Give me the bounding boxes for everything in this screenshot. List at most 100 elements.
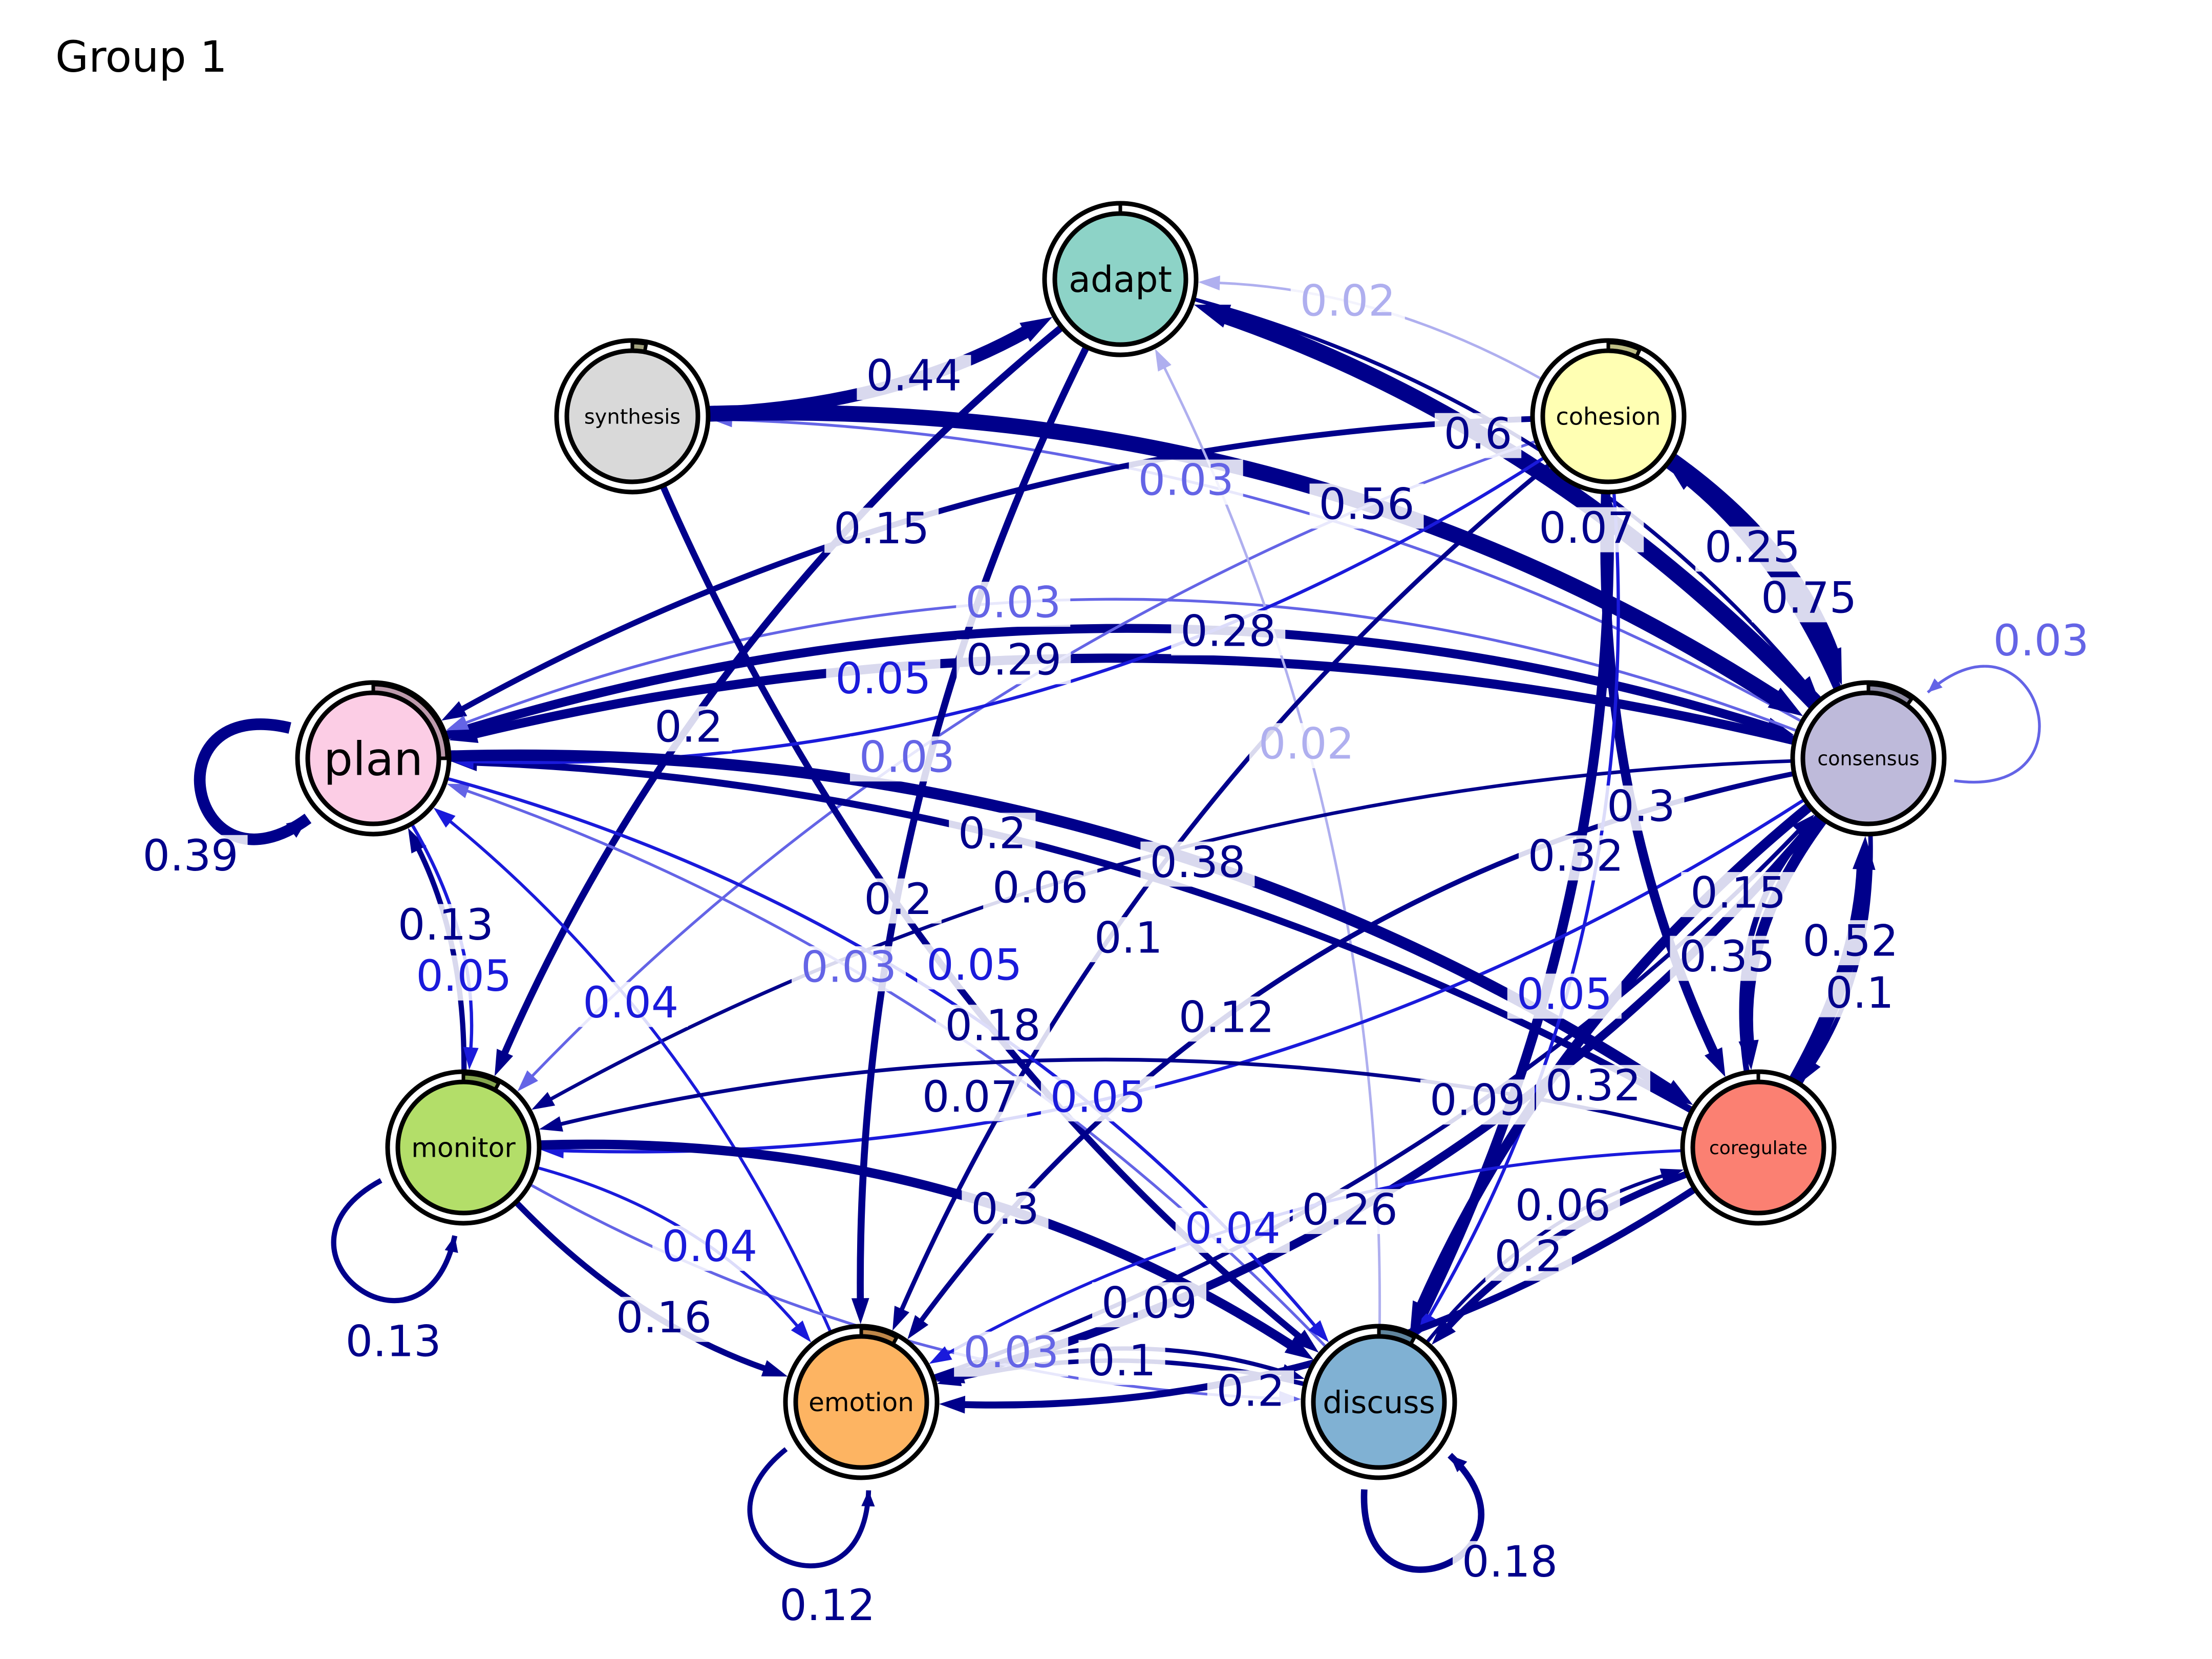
edge-label: 0.09: [1430, 1075, 1525, 1125]
edge-line: [857, 345, 1090, 1301]
edge-adapt-consensus: [1193, 297, 1819, 699]
node-discuss[interactable]: discuss: [1301, 1324, 1457, 1480]
edge-label: 0.05: [1517, 969, 1612, 1019]
node-label: adapt: [1069, 259, 1172, 301]
edge-label-bg: [573, 982, 688, 1027]
edge-label: 0.26: [1302, 1184, 1398, 1235]
edge-line: [459, 416, 1533, 713]
edge-label: 0.04: [662, 1221, 757, 1271]
edge-label: 0.75: [1761, 573, 1857, 623]
edge-label-bg: [1485, 1236, 1572, 1281]
edge-consensus-consensus: [1927, 665, 2041, 784]
edge-label-bg: [1092, 1282, 1207, 1328]
arrowhead: [1927, 678, 1943, 693]
edge-label-bg: [956, 639, 1071, 685]
arrowhead: [892, 1306, 910, 1331]
edge-label: 0.39: [143, 831, 239, 881]
arrowhead: [1019, 317, 1053, 342]
node-cohesion[interactable]: cohesion: [1530, 338, 1687, 495]
edge-label: 0.03: [801, 942, 897, 992]
edge-label: 0.03: [1138, 455, 1234, 505]
arrowhead: [851, 1298, 869, 1325]
node-plan[interactable]: plan: [295, 680, 452, 837]
arrowhead: [1792, 814, 1815, 837]
edge-label: 0.04: [1185, 1203, 1281, 1253]
edge-label-bg: [855, 878, 942, 924]
arrowhead: [494, 1049, 514, 1076]
node-label: coregulate: [1709, 1138, 1807, 1159]
node-monitor[interactable]: monitor: [385, 1069, 542, 1226]
node-circle: [305, 690, 441, 826]
edge-synthesis-consensus: [708, 405, 1803, 716]
edge-line: [1427, 492, 1620, 1318]
arrowhead: [1410, 1300, 1431, 1331]
edge-label-bg: [912, 1076, 1027, 1121]
node-consensus[interactable]: consensus: [1790, 680, 1947, 837]
edge-label: 0.44: [866, 350, 962, 400]
node-label: monitor: [411, 1133, 516, 1164]
edge-label: 0.3: [1607, 781, 1675, 831]
edge-label-bg: [1207, 1370, 1294, 1416]
arrowhead: [1308, 1320, 1329, 1343]
edge-label-bg: [983, 867, 1098, 912]
arrowhead: [1795, 817, 1818, 842]
edge-label: 0.29: [966, 634, 1061, 685]
node-coregulate[interactable]: coregulate: [1680, 1069, 1837, 1226]
edge-label-bg: [652, 1225, 767, 1271]
edge-label-bg: [1670, 935, 1784, 981]
edge-line: [1193, 297, 1807, 685]
arrowhead: [861, 1490, 875, 1507]
edge-label-bg: [133, 835, 248, 880]
edge-label: 0.05: [1050, 1072, 1146, 1122]
edge-consensus-adapt: [1194, 304, 1822, 710]
edge-label-bg: [826, 658, 941, 704]
edge-label: 0.04: [583, 977, 678, 1028]
edge-label: 0.13: [398, 900, 494, 950]
edge-label: 0.05: [835, 653, 931, 704]
edge-line: [449, 749, 1674, 1095]
edge-label: 0.18: [1462, 1537, 1558, 1587]
node-synthesis[interactable]: synthesis: [554, 338, 711, 495]
edge-plan-plan: [194, 718, 312, 845]
node-circle: [564, 348, 700, 484]
arrowhead: [1284, 1336, 1314, 1360]
edge-label: 0.2: [958, 808, 1027, 858]
edge-label: 0.6: [1444, 409, 1513, 459]
edge-label: 0.07: [1539, 503, 1634, 553]
node-label: emotion: [809, 1388, 914, 1417]
edge-label: 0.2: [654, 702, 723, 752]
edge-label-bg: [1290, 280, 1405, 326]
edge-label: 0.06: [992, 863, 1088, 913]
edge-label: 0.05: [416, 951, 512, 1001]
edge-line: [561, 798, 1806, 1154]
edge-label-bg: [849, 736, 964, 782]
edge-label-bg: [935, 1005, 1050, 1050]
arrowhead: [531, 1092, 556, 1110]
edge-discuss-discuss: [1360, 1453, 1484, 1573]
arrowhead: [1450, 1455, 1467, 1473]
arrowhead: [1198, 275, 1220, 291]
edge-label: 0.38: [1150, 837, 1245, 887]
edge-label: 0.02: [1259, 718, 1354, 769]
edge-label: 0.2: [1217, 1366, 1285, 1416]
node-adapt[interactable]: adapt: [1042, 201, 1199, 357]
arrowhead: [1818, 647, 1842, 686]
edge-labels-layer: 0.440.020.030.150.290.390.60.560.280.250…: [133, 275, 2098, 1630]
edge-label: 0.28: [1180, 606, 1276, 656]
edge-label-bg: [1518, 835, 1633, 881]
node-emotion[interactable]: emotion: [783, 1324, 940, 1480]
edge-label-bg: [1507, 973, 1622, 1019]
edge-line: [1221, 307, 1822, 710]
edge-label: 0.05: [926, 940, 1022, 990]
edge-label-bg: [1816, 972, 1903, 1017]
edge-label-bg: [1984, 620, 2098, 665]
edge-label-bg: [1420, 1079, 1535, 1125]
node-label: plan: [324, 732, 423, 786]
edge-label-bg: [1140, 841, 1255, 887]
edge-label: 0.56: [1318, 479, 1414, 529]
node-circle: [793, 1334, 929, 1470]
edge-label: 0.03: [963, 1327, 1059, 1377]
edge-label-bg: [1175, 1207, 1290, 1253]
edge-line: [1742, 816, 1827, 1045]
edge-label-bg: [1434, 413, 1522, 458]
